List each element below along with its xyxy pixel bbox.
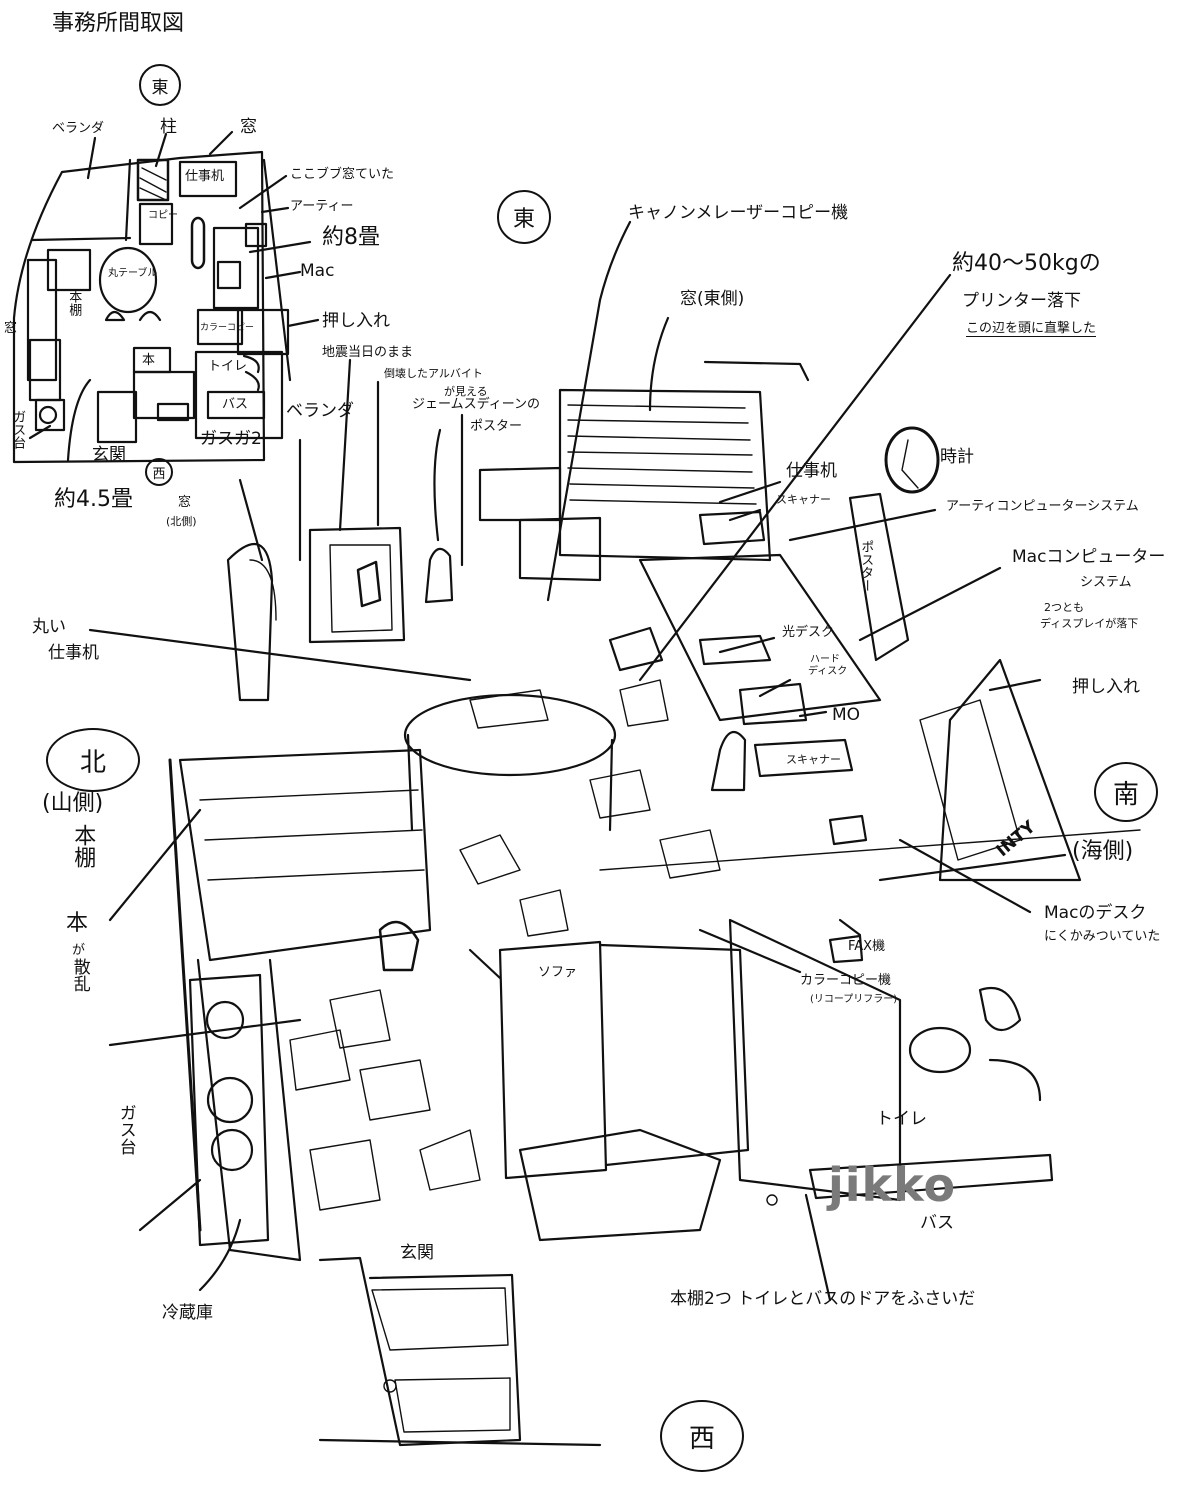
compass-north: 北	[46, 728, 140, 792]
compass-south: 南	[1094, 762, 1158, 822]
note-quake-2: 倒壊したアルバイト	[384, 367, 483, 380]
note-color-copier-2: (リコープリフラー)	[810, 994, 898, 1005]
note-toilet: トイレ	[876, 1109, 927, 1129]
note-bottom: 本棚2つ トイレとバスのドアをふさいだ	[670, 1289, 976, 1309]
plan-label-glass-broken: ここブブ窓ていた	[290, 167, 395, 182]
note-fridge: 冷蔵庫	[162, 1303, 213, 1323]
note-window-north-1: 窓	[178, 495, 192, 510]
compass-east: 東	[497, 190, 551, 244]
note-window-north-2: (北側)	[166, 515, 197, 528]
plan-label-veranda: ベランダ	[52, 121, 105, 136]
note-bookshelf: 本棚	[70, 824, 96, 868]
plan-label-gas-stove: ガス台	[10, 410, 26, 449]
compass-west-label: 西	[688, 1423, 715, 1454]
note-scanner: スキャナー	[786, 753, 841, 766]
watermark-logo: jikko	[828, 1158, 957, 1212]
note-quake-1: 地震当日のまま	[322, 345, 414, 360]
plan-label-amiga: アーティー	[290, 199, 354, 214]
note-mo: MO	[832, 705, 861, 725]
note-clock: 時計	[940, 447, 974, 467]
plan-label-color-copy: カラーコピー	[200, 323, 255, 333]
floor-plan-outline	[12, 150, 292, 464]
note-quake-3: が見える	[444, 385, 488, 398]
plan-label-bookshelf: 本棚	[66, 290, 82, 316]
note-work-desk: 仕事机	[786, 461, 837, 481]
plan-label-copier: コピー	[148, 210, 178, 221]
compass-north-label: 北	[79, 747, 106, 778]
compass-east-plan: 東	[139, 64, 181, 106]
note-hard-disk-1: ハード	[810, 654, 840, 665]
note-books-scattered-2: が	[72, 943, 86, 958]
floor-plan-leaders	[28, 130, 320, 462]
note-hard-disk-2: ディスク	[808, 666, 848, 677]
note-display-fall-1: 2つとも	[1044, 601, 1084, 614]
note-color-copier-1: カラーコピー機	[800, 973, 892, 988]
note-light-desk: 光デスク	[782, 625, 835, 640]
note-laser-copier: キャノンメレーザーコピー機	[628, 203, 849, 223]
note-printer-fall-2: プリンター落下	[962, 291, 1081, 311]
plan-label-window-side: 窓	[4, 321, 18, 336]
compass-east-label: 東	[512, 207, 535, 232]
plan-label-area-45: 約4.5畳	[54, 487, 133, 512]
note-bath: バス	[920, 1213, 954, 1233]
note-mac-system-2: システム	[1080, 575, 1132, 590]
compass-south-label: 南	[1112, 779, 1139, 810]
plan-label-toilet: トイレ	[208, 359, 248, 374]
perspective-leaders	[88, 220, 1067, 1292]
compass-west: 西	[660, 1400, 744, 1472]
note-window-east: 窓(東側)	[680, 289, 745, 309]
compass-south-note: (海側)	[1072, 839, 1134, 864]
note-books-scattered-1: 本	[66, 911, 89, 936]
perspective-room	[168, 360, 1141, 1447]
plan-label-gas-meter: ガスガ2	[200, 429, 262, 449]
note-gas-stove: ガス台	[115, 1104, 136, 1155]
note-poster-1: ジェームスディーンの	[412, 397, 541, 412]
note-printer-fall-3: この辺を頭に直撃した	[966, 321, 1097, 338]
note-scanner-top: スキャナー	[776, 493, 831, 506]
plan-label-round-table: 丸テーブル	[108, 268, 158, 279]
note-entrance: 玄関	[400, 1243, 434, 1263]
page-title: 事務所間取図	[52, 11, 185, 36]
note-round-desk-1: 丸い	[32, 617, 66, 637]
plan-label-mac: Mac	[300, 261, 335, 281]
plan-label-window: 窓	[240, 117, 257, 137]
note-poster-vertical: ポスター	[858, 540, 874, 592]
note-printer-fall-1: 約40〜50kgの	[952, 251, 1101, 276]
compass-west-plan-label: 西	[152, 466, 166, 482]
note-fax: FAX機	[848, 939, 886, 954]
note-mac-system-1: Macコンピューター	[1012, 547, 1166, 567]
compass-north-note: (山側)	[42, 791, 104, 816]
note-round-desk-2: 仕事机	[48, 643, 99, 663]
note-amiga-system: アーティコンピューターシステム	[946, 499, 1139, 514]
note-closet: 押し入れ	[1072, 677, 1140, 697]
plan-label-closet: 押し入れ	[322, 311, 390, 331]
plan-label-veranda2: ベランダ	[286, 401, 354, 421]
compass-west-plan: 西	[145, 458, 173, 486]
compass-east-plan-label: 東	[151, 77, 169, 98]
note-mac-desk-2: にくかみついていた	[1044, 929, 1161, 944]
note-books-scattered-3: 散乱	[69, 958, 90, 992]
plan-label-work-desk: 仕事机	[185, 169, 225, 184]
plan-label-pillar: 柱	[160, 117, 177, 137]
plan-label-bath: バス	[222, 397, 249, 412]
plan-label-book: 本	[142, 353, 156, 368]
note-display-fall-2: ディスプレイが落下	[1040, 617, 1139, 630]
note-poster-2: ポスター	[470, 419, 523, 434]
note-sofa: ソファ	[538, 965, 578, 980]
plan-label-area-8: 約8畳	[322, 225, 380, 250]
plan-label-entrance: 玄関	[92, 445, 126, 465]
note-mac-desk-1: Macのデスク	[1044, 903, 1147, 923]
